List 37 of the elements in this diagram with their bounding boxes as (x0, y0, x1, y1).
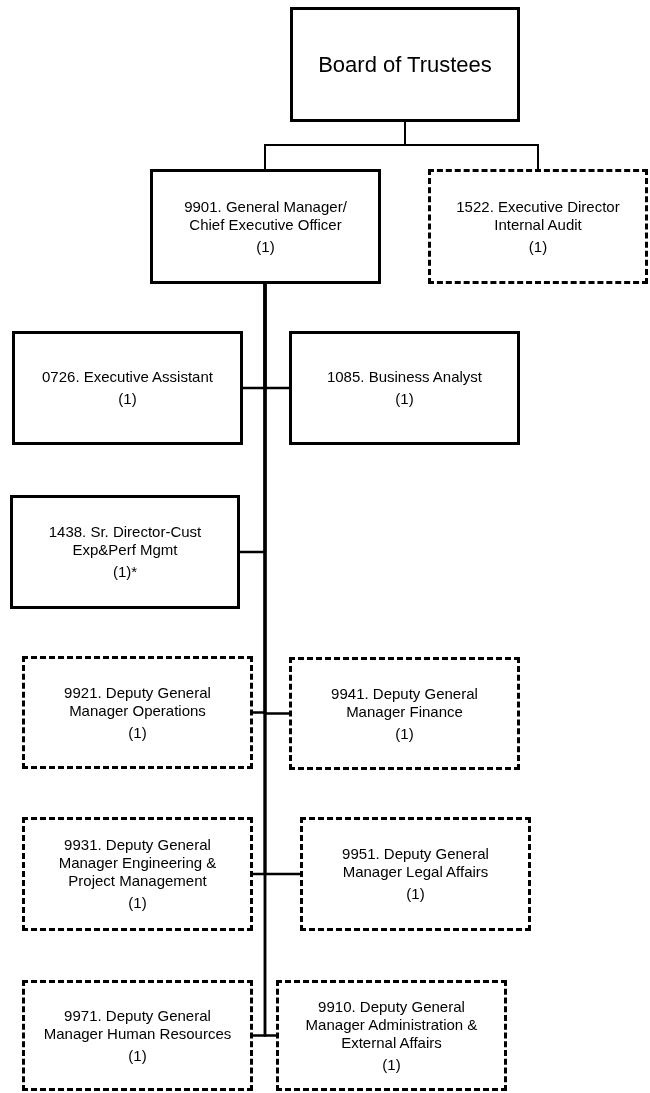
position-title: Board of Trustees (318, 50, 492, 79)
headcount: (1) (118, 390, 137, 408)
position-title: 9971. Deputy General Manager Human Resources (42, 1006, 233, 1043)
position-title: 9921. Deputy General Manager Operations (63, 683, 212, 720)
headcount: (1) (128, 723, 147, 742)
headcount: (1) (395, 724, 414, 743)
headcount: (1) (256, 237, 275, 256)
position-title: 1522. Executive Director Internal Audit (455, 197, 621, 234)
position-title: 9941. Deputy General Manager Finance (330, 684, 479, 721)
position-title: 9931. Deputy General Manager Engineering & Project Management (57, 836, 218, 890)
connector-line (404, 121, 539, 170)
position-box (300, 817, 531, 931)
headcount: (1) (406, 885, 425, 903)
position-title: 9901. General Manager/ Chief Executive Officer (183, 197, 348, 234)
headcount: (1) (128, 1046, 147, 1065)
headcount: (1) (128, 894, 147, 912)
position-box (276, 980, 507, 1091)
position-box (289, 331, 520, 445)
position-box (22, 656, 253, 769)
headcount: (1) (382, 1055, 401, 1074)
position-box (22, 980, 253, 1091)
headcount: (1)* (112, 563, 138, 581)
position-title: 9910. Deputy General Manager Administration & External Affairs (304, 997, 479, 1052)
position-box (428, 169, 648, 284)
position-box (150, 169, 381, 284)
position-title: 1438. Sr. Director-Cust Exp&Perf Mgmt (47, 523, 203, 559)
position-box (10, 495, 240, 609)
position-box (289, 657, 520, 770)
position-box (12, 331, 243, 445)
position-title: 0726. Executive Assistant (42, 368, 213, 386)
headcount: (1) (528, 237, 548, 256)
headcount: (1) (395, 390, 414, 408)
connector-line (263, 284, 276, 1037)
position-title: 9951. Deputy General Manager Legal Affairs (341, 845, 490, 881)
position-title: 1085. Business Analyst (326, 368, 483, 386)
position-box (22, 817, 253, 931)
position-box (290, 7, 520, 122)
